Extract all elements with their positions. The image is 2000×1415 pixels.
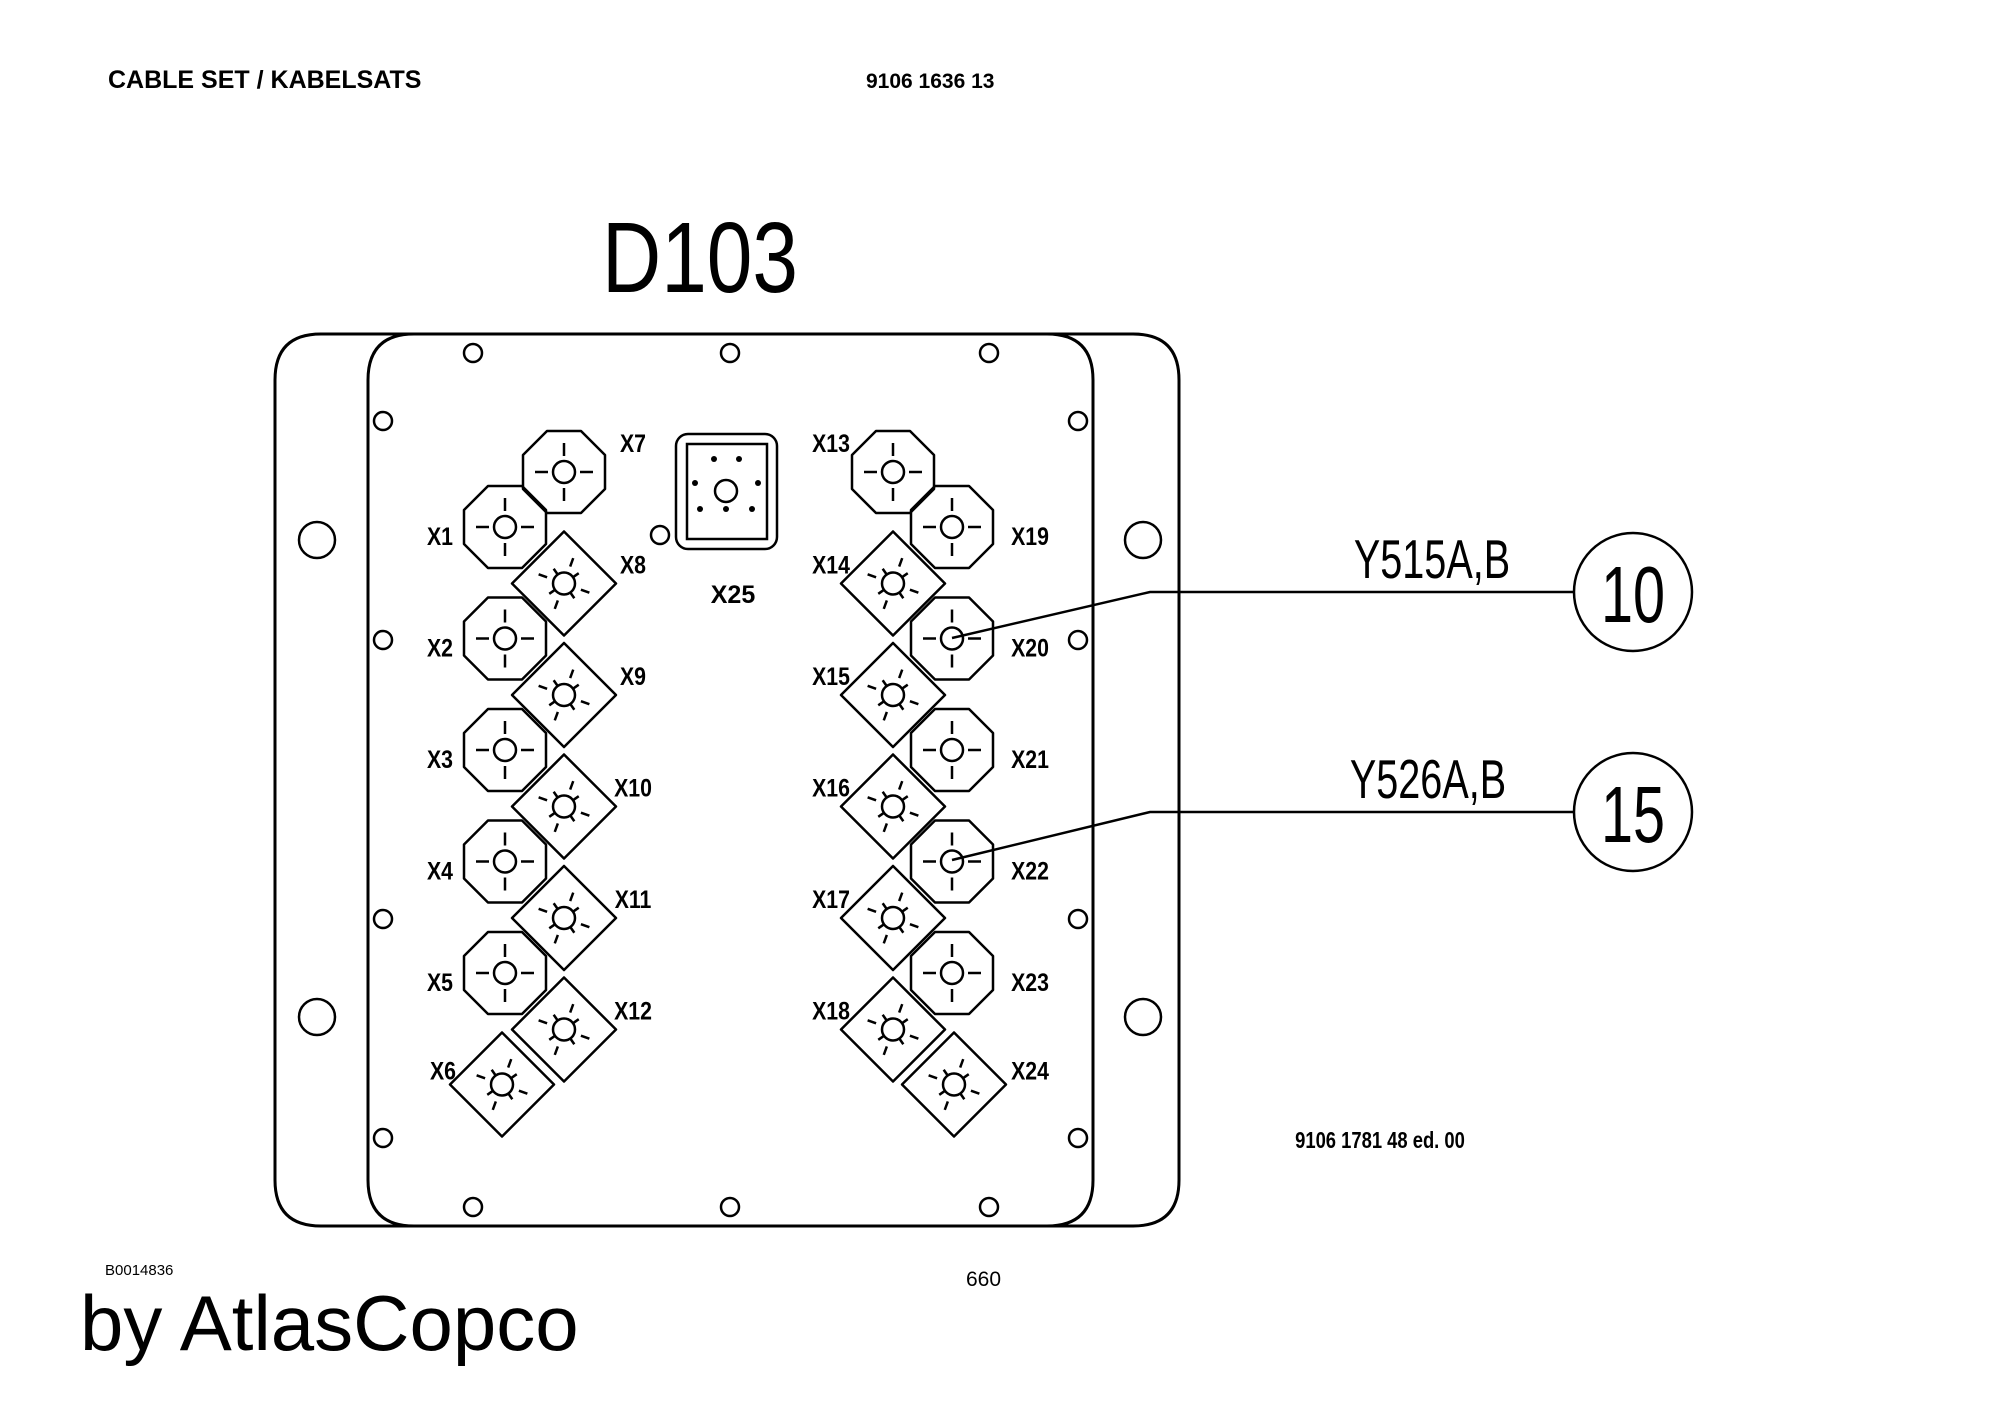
- connector-x15: [839, 641, 947, 749]
- connector-x8: [510, 530, 618, 637]
- connector-x3: [462, 707, 548, 793]
- drawing-code: B0014836: [105, 1262, 174, 1279]
- drawing-number: 9106 1781 48 ed. 00: [1295, 1128, 1465, 1153]
- connector-label-x11: X11: [615, 885, 652, 913]
- connector-label-x23: X23: [1011, 968, 1049, 996]
- connector-x23: [909, 930, 995, 1016]
- unit-title: D103: [602, 202, 798, 314]
- callout-number: 15: [1601, 770, 1665, 860]
- mounting-hole-large: [1123, 997, 1163, 1037]
- connector-x5: [462, 930, 548, 1016]
- connector-label-x25: X25: [711, 581, 756, 609]
- mounting-hole: [372, 1127, 394, 1149]
- watermark: by AtlasCopco: [80, 1279, 579, 1367]
- callout-number: 10: [1601, 550, 1665, 640]
- connector-label-x20: X20: [1011, 634, 1049, 662]
- callout-circle: [1572, 531, 1694, 653]
- connector-x4: [462, 819, 548, 904]
- mounting-hole: [462, 1196, 484, 1218]
- connector-x2: [462, 596, 548, 681]
- page-number: 660: [966, 1268, 1002, 1291]
- mounting-hole-large: [1123, 520, 1163, 560]
- connector-label-x24: X24: [1011, 1057, 1049, 1085]
- connector-x25: [674, 432, 779, 551]
- connector-x6: [448, 1031, 556, 1138]
- callout-reference: Y515A,B: [1354, 530, 1510, 591]
- connector-x19: [909, 484, 995, 570]
- leader-line-10: [951, 590, 1580, 640]
- callout-10: 10 Y515A,B: [1354, 530, 1694, 653]
- mounting-hole: [978, 1196, 1000, 1218]
- connector-label-x12: X12: [614, 997, 652, 1025]
- part-number: 9106 1636 13: [866, 70, 995, 93]
- connector-label-x15: X15: [812, 662, 850, 690]
- connector-x18: [839, 976, 947, 1083]
- connector-x7: [521, 429, 607, 515]
- outer-plate: [273, 332, 1181, 1228]
- connector-label-x10: X10: [614, 774, 652, 802]
- connector-x16: [839, 753, 947, 860]
- connector-x1: [462, 484, 548, 570]
- connector-label-x19: X19: [1011, 522, 1049, 550]
- connector-x21: [909, 707, 995, 793]
- connector-label-x22: X22: [1011, 857, 1049, 885]
- connector-x11: [510, 864, 618, 972]
- mounting-hole: [1067, 1127, 1089, 1149]
- connector-x14: [839, 530, 947, 637]
- mounting-hole: [372, 629, 394, 651]
- connector-x20: [909, 596, 995, 681]
- mounting-hole: [462, 342, 484, 364]
- mounting-hole: [1067, 629, 1089, 651]
- connector-x10: [510, 753, 618, 860]
- callout-15: 15 Y526A,B: [1350, 750, 1694, 873]
- mounting-hole: [719, 342, 741, 364]
- connector-label-x18: X18: [812, 997, 850, 1025]
- callout-circle: [1572, 751, 1694, 873]
- connector-x9: [510, 641, 618, 749]
- connector-label-x21: X21: [1011, 745, 1049, 773]
- mounting-hole: [649, 524, 671, 546]
- connector-label-x4: X4: [427, 857, 453, 885]
- connector-x17: [839, 864, 947, 972]
- mounting-hole-large: [297, 520, 337, 560]
- connector-x24: [900, 1031, 1008, 1138]
- connector-label-x1: X1: [427, 522, 453, 550]
- mounting-hole: [978, 342, 1000, 364]
- connector-label-x8: X8: [620, 551, 646, 579]
- connector-label-x6: X6: [430, 1057, 456, 1085]
- connector-label-x3: X3: [427, 745, 453, 773]
- connector-label-x16: X16: [812, 774, 850, 802]
- connector-label-x2: X2: [427, 634, 453, 662]
- mounting-hole: [372, 410, 394, 432]
- connector-label-x5: X5: [427, 968, 453, 996]
- mounting-hole: [1067, 410, 1089, 432]
- mounting-hole: [719, 1196, 741, 1218]
- callout-reference: Y526A,B: [1350, 750, 1506, 811]
- mounting-hole: [372, 908, 394, 930]
- mounting-hole: [1067, 908, 1089, 930]
- connector-label-x7: X7: [620, 429, 646, 457]
- connector-label-x14: X14: [812, 551, 850, 579]
- connector-label-x13: X13: [812, 429, 850, 457]
- connector-x22: [909, 819, 995, 904]
- leader-line-15: [951, 810, 1580, 862]
- mounting-hole-large: [297, 997, 337, 1037]
- connector-label-x17: X17: [812, 885, 850, 913]
- inner-panel: [366, 332, 1095, 1228]
- connector-x12: [510, 976, 618, 1083]
- connector-label-x9: X9: [620, 662, 646, 690]
- document-title: CABLE SET / KABELSATS: [108, 66, 422, 94]
